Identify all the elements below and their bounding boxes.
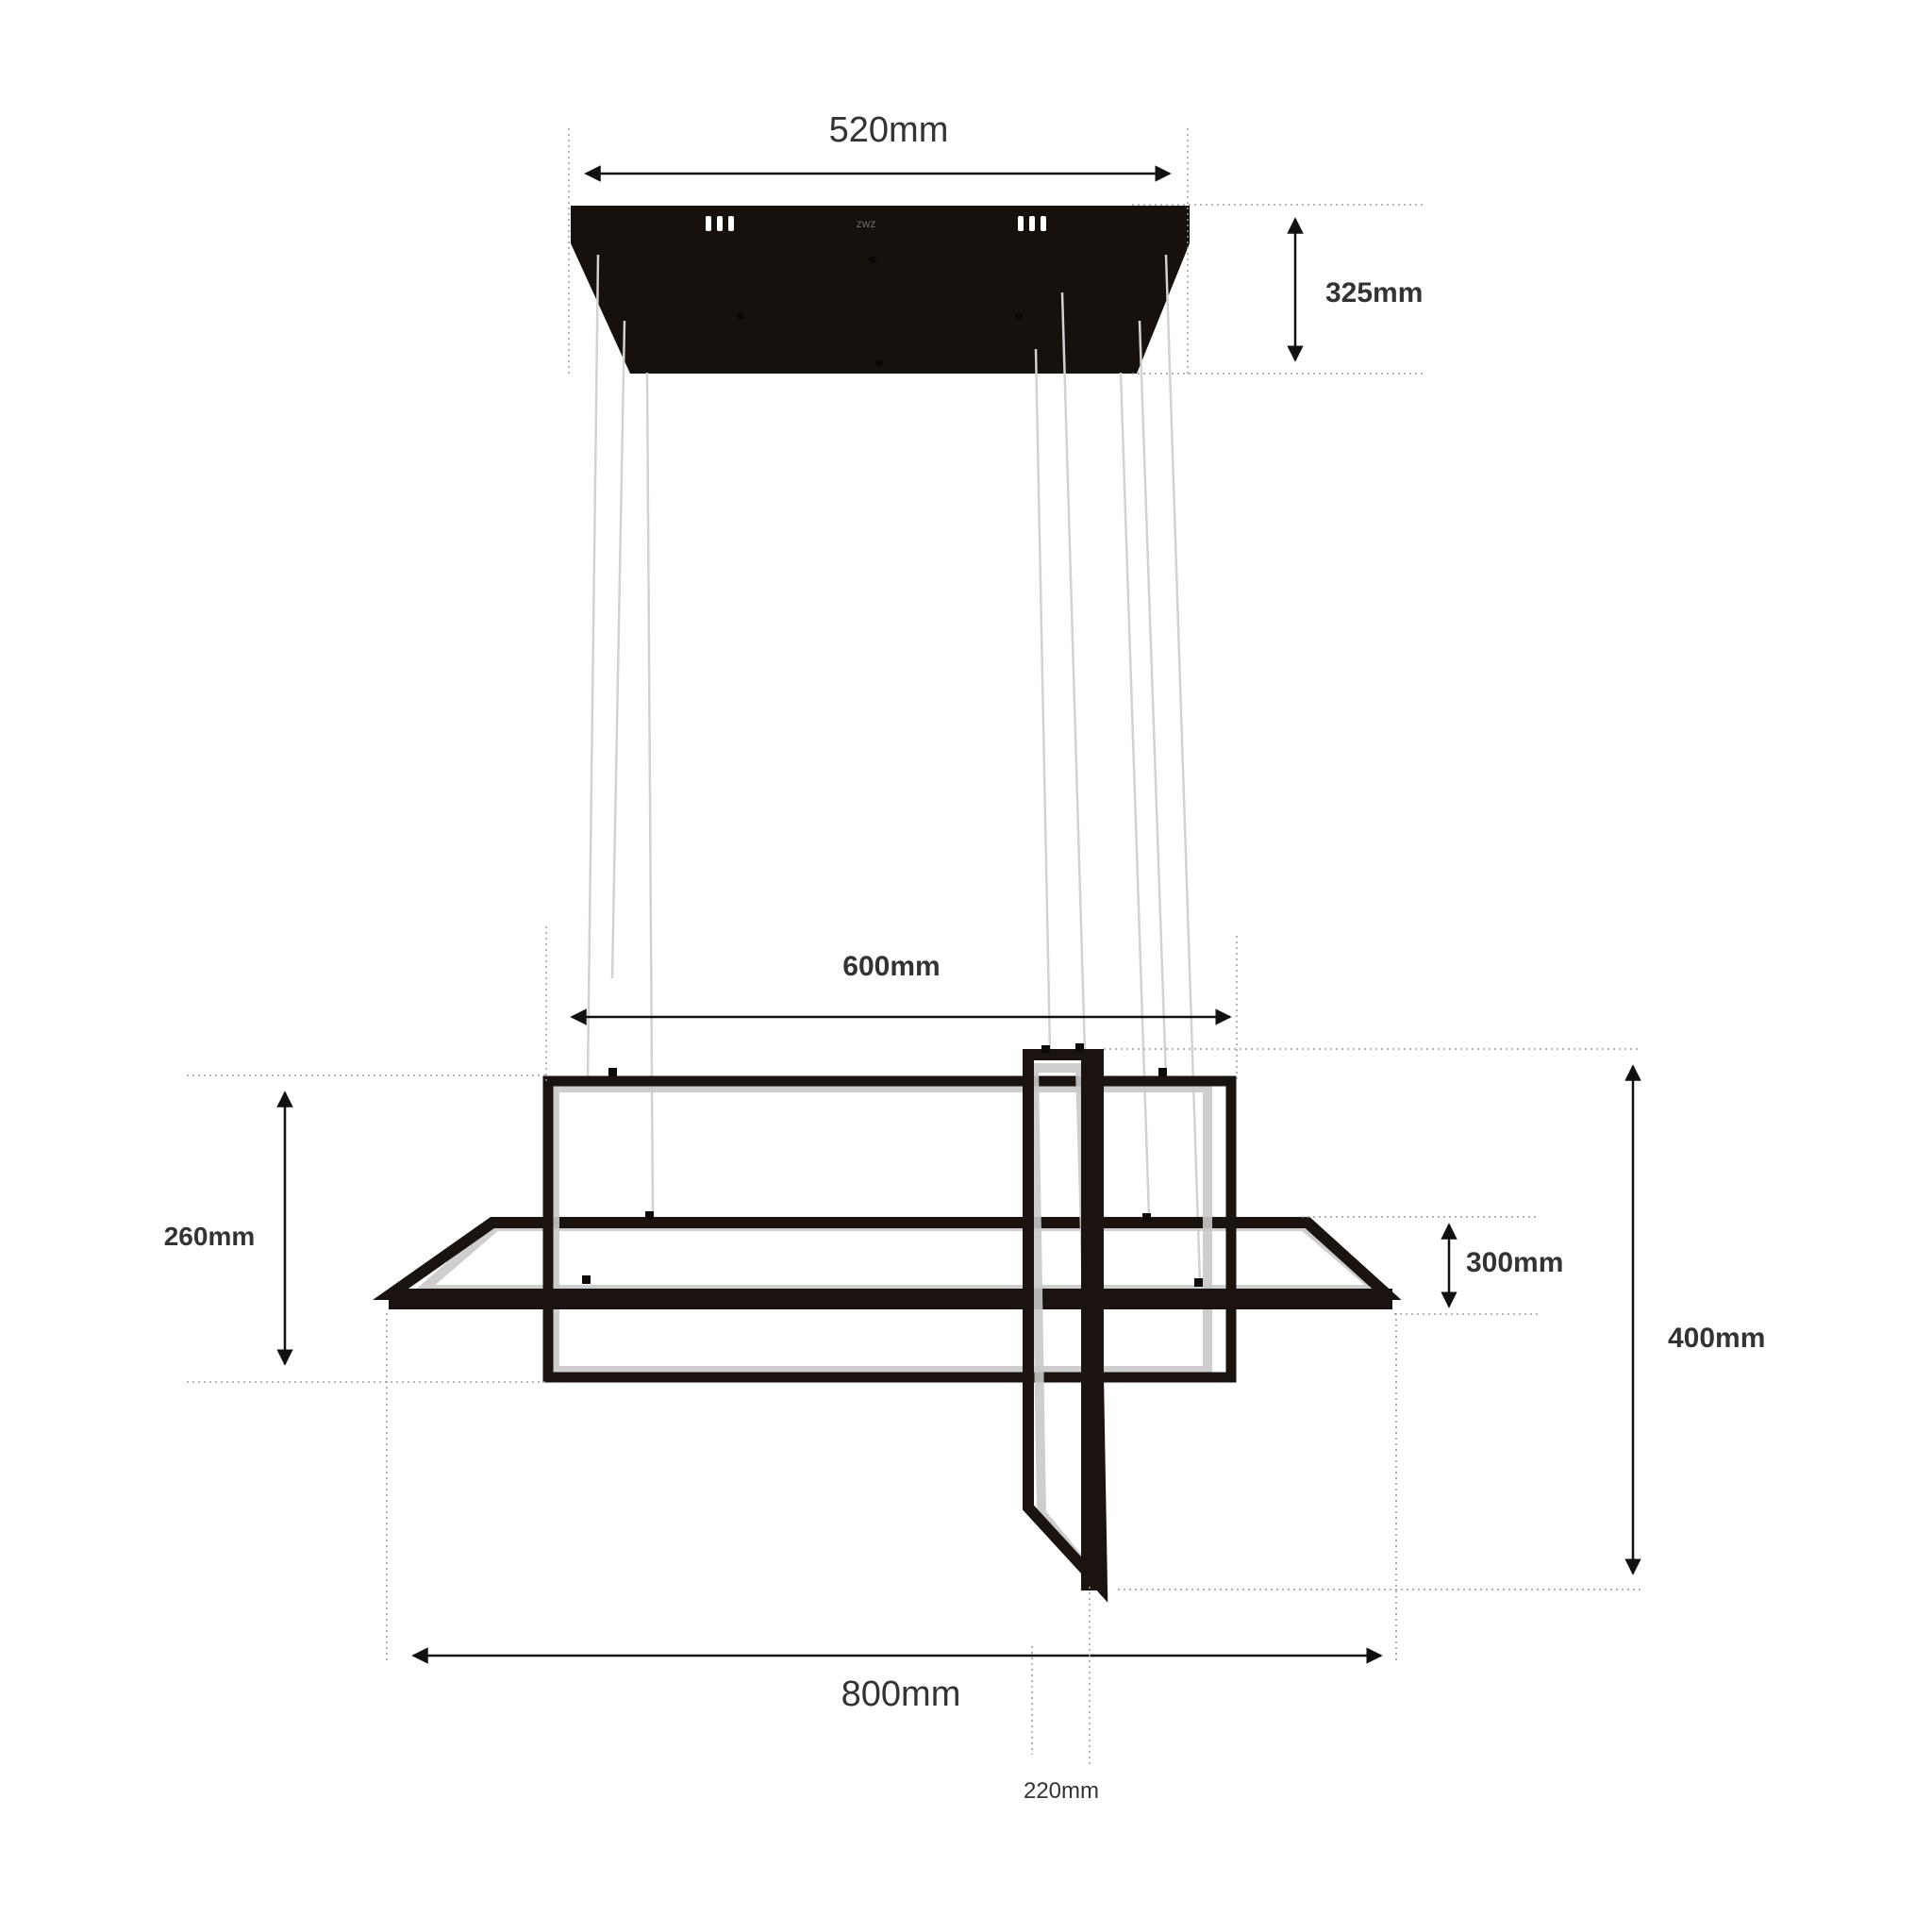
dim-vertical-frame-depth: 220mm: [1024, 1587, 1099, 1804]
cable-clips: [582, 1043, 1203, 1287]
ceiling-canopy: zwz: [571, 206, 1190, 374]
dim-overall-width: 800mm: [386, 1313, 1397, 1714]
label-upper-frame-width: 600mm: [842, 951, 940, 982]
dim-lower-frame-depth: 300mm: [1302, 1216, 1563, 1315]
suspension-cables: [586, 254, 1202, 1284]
canopy-vent-right: [1018, 216, 1046, 231]
canopy-brand-mark: zwz: [857, 217, 876, 230]
dim-upper-frame-width: 600mm: [545, 926, 1238, 1083]
label-overall-width: 800mm: [841, 1674, 961, 1714]
dim-overall-height: 400mm: [1104, 1048, 1765, 1591]
label-upper-frame-height: 260mm: [164, 1222, 256, 1251]
label-vertical-frame-depth: 220mm: [1024, 1778, 1099, 1804]
angled-vertical-frame: [1023, 1049, 1108, 1603]
label-overall-height: 400mm: [1668, 1323, 1765, 1354]
label-canopy-depth: 325mm: [1325, 277, 1423, 308]
upper-vertical-frame: [542, 1075, 1237, 1383]
dim-canopy-depth: 325mm: [1132, 204, 1424, 375]
canopy-vent-left: [706, 216, 734, 231]
label-canopy-width: 520mm: [829, 110, 949, 150]
dim-canopy-width: 520mm: [568, 110, 1189, 374]
label-lower-frame-depth: 300mm: [1466, 1247, 1563, 1278]
lower-frame-front-bar: [389, 1289, 1392, 1309]
dim-upper-frame-height: 260mm: [164, 1074, 547, 1383]
